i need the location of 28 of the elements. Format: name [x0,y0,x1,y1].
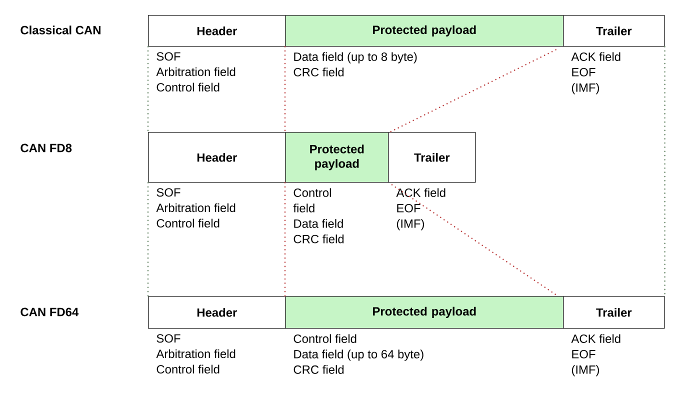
row-label: CAN FD64 [20,308,79,316]
guide-line [147,46,149,133]
frame-box: Protected payload [285,15,564,47]
field-list: SOF Arbitration field Control field [156,334,236,374]
frame-box: Trailer [388,132,476,183]
guide-line [664,46,666,297]
row-label: Classical CAN [20,26,100,34]
frame-box: Trailer [563,296,665,329]
frame-box: Header [148,132,286,183]
guide-line [284,182,286,297]
frame-box: Protected payload [285,296,564,329]
frame-box: Header [148,296,286,329]
row-label: CAN FD8 [20,144,72,152]
field-list: SOF Arbitration field Control field [156,188,236,228]
field-list: Control field Data field (up to 64 byte) CRC field [294,334,424,374]
field-list: ACK field EOF (IMF) [571,52,620,94]
field-list: Control field Data field CRC field [293,188,344,244]
guide-line [147,182,149,297]
field-list: ACK field EOF (IMF) [396,188,446,230]
guide-line [284,46,286,133]
frame-box: Header [148,15,286,47]
field-list: ACK field EOF (IMF) [571,334,620,376]
guide-line [389,49,556,133]
frame-box: Protected payload [285,132,389,183]
field-list: Data field (up to 8 byte) CRC field [294,52,417,76]
frame-box: Trailer [563,15,665,47]
field-list: SOF Arbitration field Control field [156,52,236,92]
guide-line [391,184,558,297]
